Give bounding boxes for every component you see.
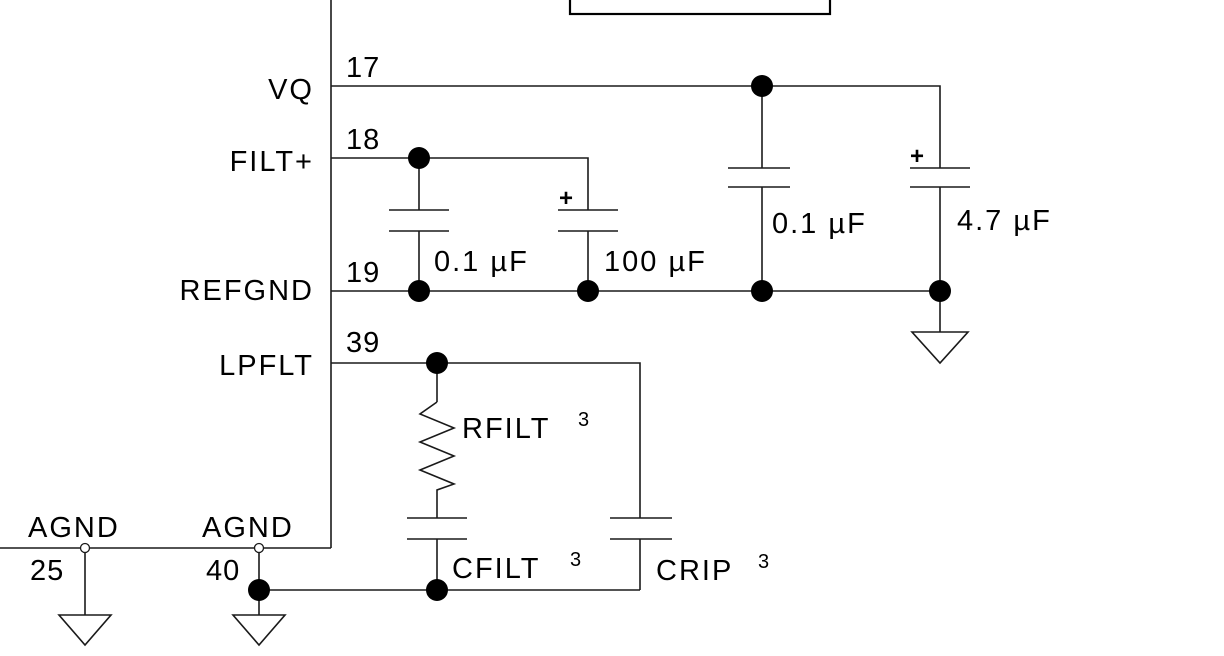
net-refgnd [331, 187, 951, 332]
junction-dot [408, 147, 430, 169]
capacitor-note-crip: 3 [758, 551, 769, 573]
capacitor-vq-0.1uF [728, 167, 790, 188]
polarity-plus-icon: + [910, 143, 924, 170]
pin-number-17: 17 [346, 52, 380, 84]
resistor-icon [417, 401, 457, 518]
resistor-label-rfilt: RFILT [462, 413, 550, 445]
junction-dot [426, 352, 448, 374]
capacitor-filt-0.1uF [389, 209, 449, 232]
resistor-note-rfilt: 3 [578, 409, 589, 431]
pin-number-25: 25 [30, 555, 64, 587]
capacitor-vq-4.7uF [910, 167, 970, 188]
capacitor-label-crip: CRIP [656, 555, 733, 587]
net-lpflt [331, 352, 641, 518]
net-vq [331, 75, 941, 168]
capacitor-filt-100uF [558, 209, 618, 232]
pin-label-refgnd: REFGND [180, 275, 314, 307]
capacitor-note-cfilt: 3 [570, 549, 581, 571]
pin-label-filt: FILT+ [230, 146, 314, 178]
pin-terminal [253, 542, 265, 554]
net-agnd-40 [231, 542, 640, 647]
pin-label-vq: VQ [268, 74, 314, 106]
pin-terminal [79, 542, 91, 554]
pin-number-18: 18 [346, 124, 380, 156]
polarity-plus-icon: + [559, 185, 573, 212]
pin-label-agnd-40: AGND [202, 512, 294, 544]
junction-dot [929, 280, 951, 302]
junction-dot [426, 579, 448, 601]
net-agnd-25 [57, 542, 113, 647]
cap-value-vq-big: 4.7 µF [957, 205, 1052, 237]
cap-value-vq-small: 0.1 µF [772, 208, 867, 240]
pin-label-lpflt: LPFLT [219, 350, 314, 382]
junction-dot [408, 280, 430, 302]
pin-number-39: 39 [346, 327, 380, 359]
ground-icon [231, 614, 287, 647]
junction-dot [248, 579, 270, 601]
cap-value-filt-big: 100 µF [604, 246, 707, 278]
pin-number-19: 19 [346, 257, 380, 289]
ground-icon [910, 331, 970, 365]
pin-number-40: 40 [206, 555, 240, 587]
capacitor-crip [610, 517, 672, 590]
ic-top-block [568, 0, 832, 16]
junction-dot [751, 280, 773, 302]
pin-label-agnd-25: AGND [28, 512, 120, 544]
junction-dot [751, 75, 773, 97]
net-filt [331, 147, 589, 210]
ground-icon [57, 614, 113, 647]
junction-dot [577, 280, 599, 302]
cap-value-filt-small: 0.1 µF [434, 246, 529, 278]
capacitor-label-cfilt: CFILT [452, 553, 540, 585]
